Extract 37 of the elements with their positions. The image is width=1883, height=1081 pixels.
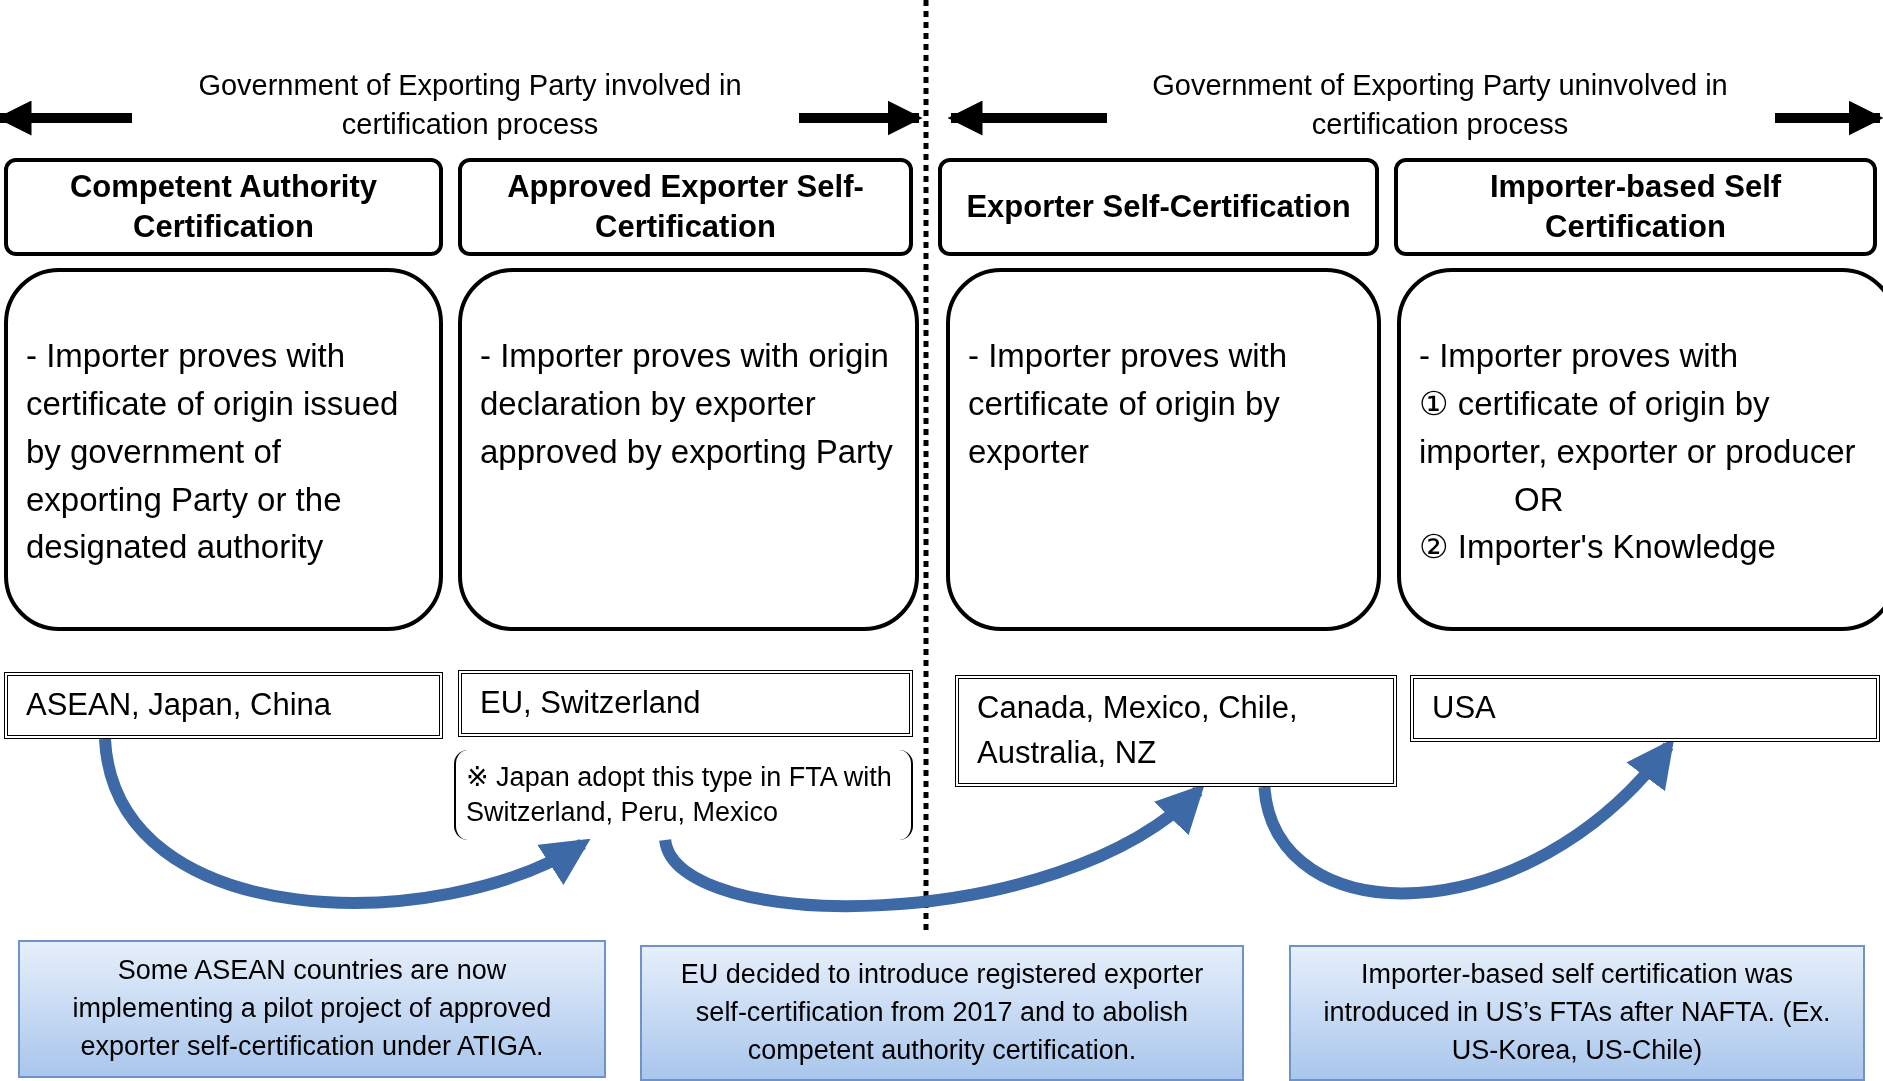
- category-header: [4, 158, 443, 256]
- description-text: - Importer proves with: [1419, 336, 1740, 376]
- header-text: Exporter Self-Certification: [966, 187, 1351, 226]
- heading-text: Government of Exporting Party involved in certification process: [197, 68, 743, 143]
- country-list-box: [1410, 675, 1880, 742]
- header-text: Importer-based Self Certification: [1488, 167, 1783, 246]
- header-text: Approved Exporter Self-Certification: [506, 167, 865, 246]
- country-list-box: [4, 672, 443, 739]
- description-card: [946, 268, 1381, 631]
- heading-text: Government of Exporting Party uninvolved in certification process: [1151, 68, 1729, 143]
- comment-text: EU decided to introduce registered exporter self-certification from 2017 and to abolish competent authority certification.: [679, 958, 1205, 1067]
- country-list-box: [955, 675, 1397, 787]
- description-card: [4, 268, 443, 631]
- country-list: EU, Switzerland: [480, 681, 891, 726]
- category-header: [458, 158, 913, 256]
- comment-text: Importer-based self certification was introduced in US’s FTAs after NAFTA. (Ex. US-Korea, US-Chile): [1322, 958, 1832, 1067]
- category-header: [1394, 158, 1877, 256]
- curved-arrow: [99, 737, 591, 909]
- comment-box: [1289, 945, 1865, 1081]
- description-text: - Importer proves with certificate of origin by exporter: [968, 336, 1289, 472]
- description-text: - Importer proves with certificate of origin issued by government of exporting Party or the designated authority: [26, 336, 400, 568]
- category-header: [938, 158, 1379, 256]
- description-text: ① certificate of origin by importer, exporter or producer: [1419, 383, 1857, 472]
- description-text: - Importer proves with origin declaration by exporter approved by exporting Party: [480, 336, 894, 472]
- country-list: Canada, Mexico, Chile, Australia, NZ: [977, 686, 1375, 776]
- header-text: Competent Authority Certification: [68, 167, 379, 246]
- description-card: [458, 268, 919, 631]
- comment-box: [640, 945, 1244, 1081]
- description-text: ② Importer's Knowledge: [1419, 527, 1777, 568]
- description-card: [1397, 268, 1883, 631]
- country-list: USA: [1432, 686, 1858, 731]
- comment-text: Some ASEAN countries are now implementing a pilot project of approved exporter self-certification under ATIGA.: [71, 954, 553, 1063]
- country-list-box: [458, 670, 913, 737]
- description-text: OR: [1513, 479, 1565, 520]
- country-list: ASEAN, Japan, China: [26, 683, 421, 728]
- note-text: ※ Japan adopt this type in FTA with Switzerland, Peru, Mexico: [466, 760, 893, 829]
- comment-box: [18, 940, 606, 1078]
